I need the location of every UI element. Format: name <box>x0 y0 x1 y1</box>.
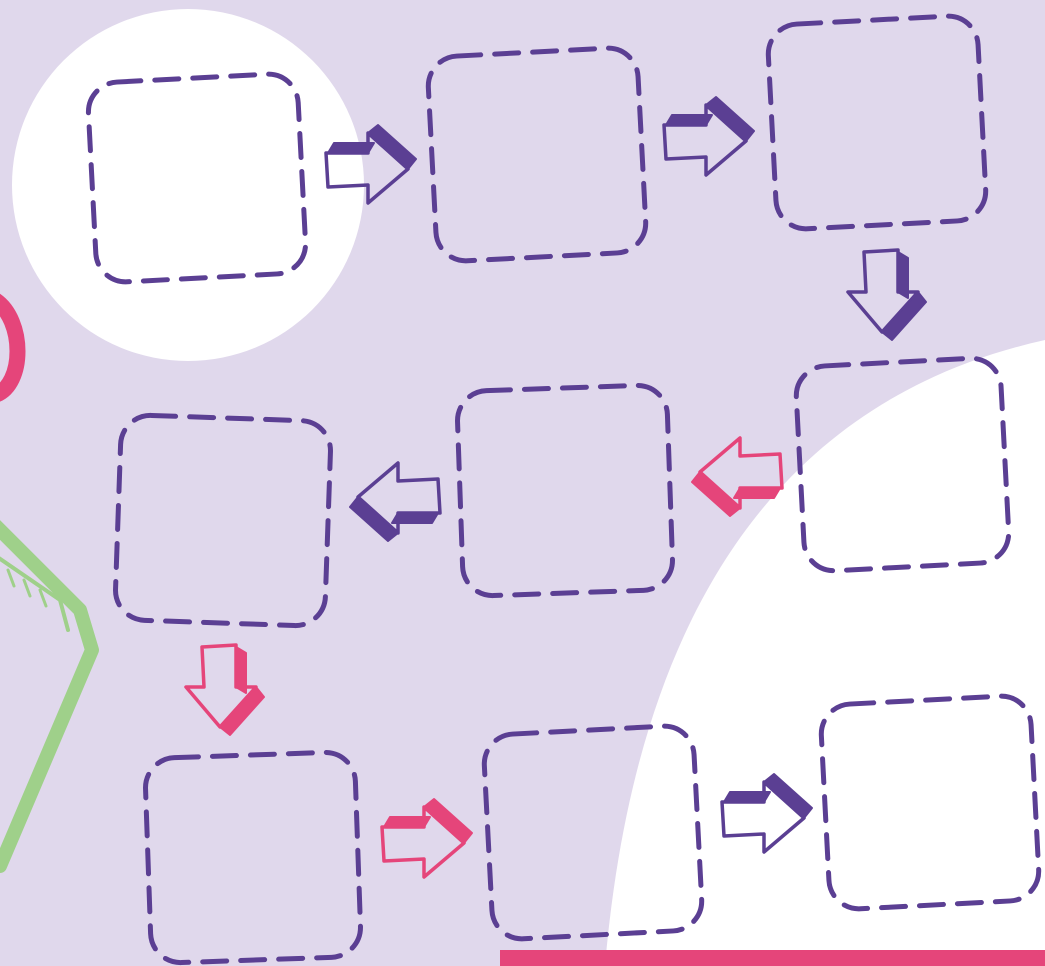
arrow-shaded-face <box>666 115 712 125</box>
arrow-shaded-face <box>724 792 770 802</box>
white-circle-decoration <box>12 9 364 361</box>
arrow-shaded-face <box>898 252 908 298</box>
arrow-shaded-face <box>734 488 780 498</box>
arrow-shaded-face <box>236 647 246 693</box>
arrow-shaded-face <box>328 143 374 153</box>
pink-footer-bar <box>500 950 1045 966</box>
arrow-shaded-face <box>384 817 430 827</box>
arrow-shaded-face <box>392 513 438 523</box>
